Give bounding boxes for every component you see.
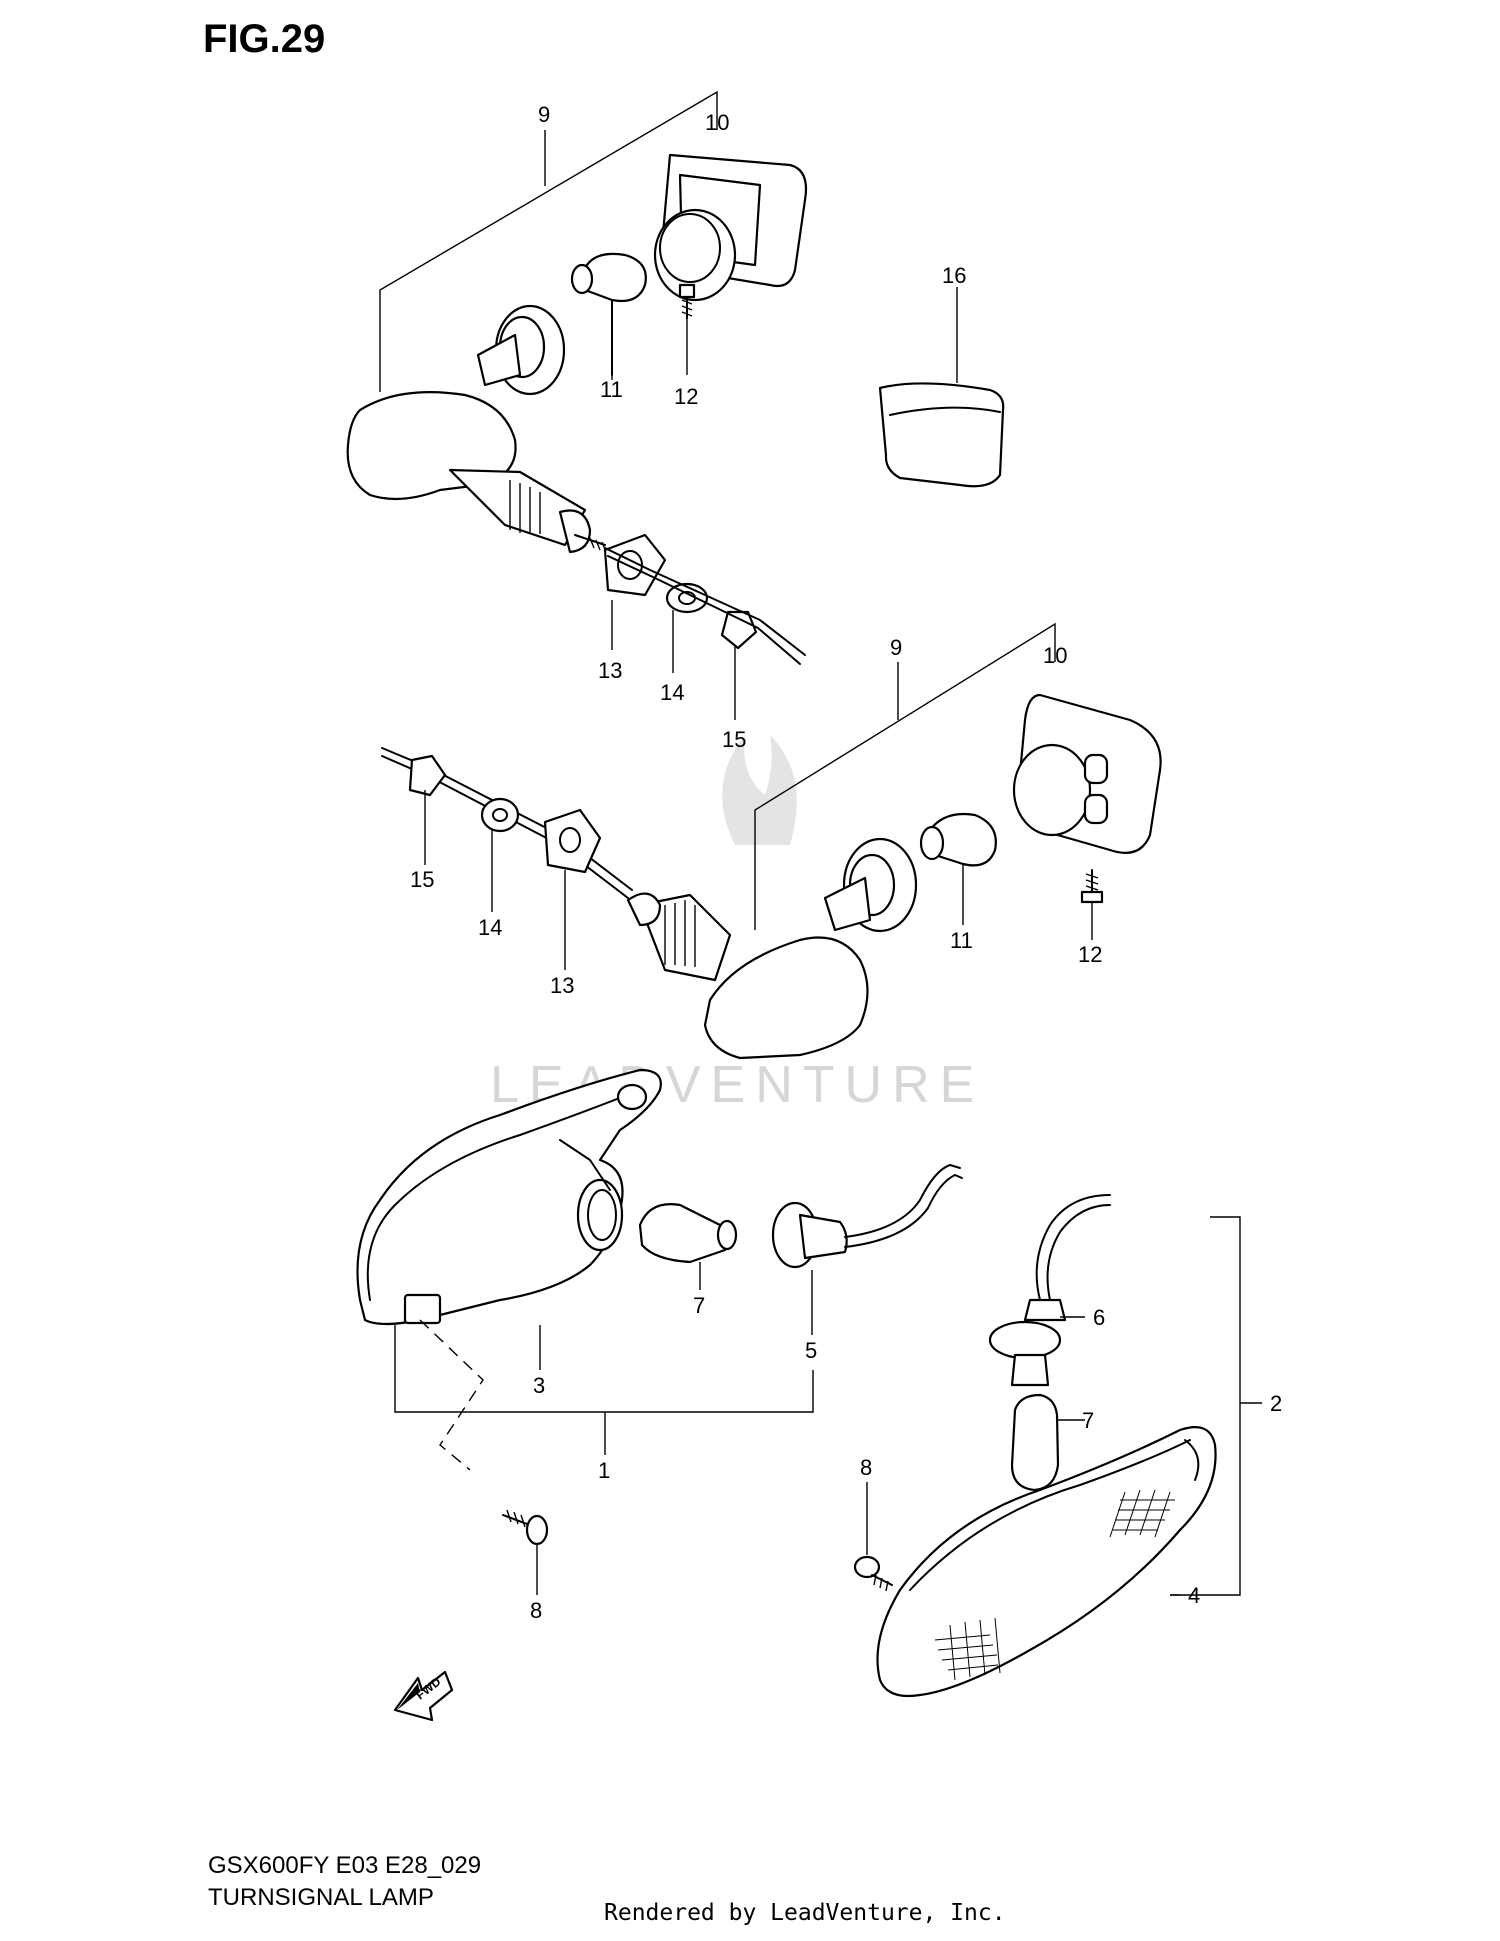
socket-top (476, 304, 566, 396)
front-left-turnsignal-assembly: FWD (356, 1068, 963, 1722)
callout-14-top: 14 (660, 680, 684, 705)
socket-5 (771, 1164, 963, 1335)
callout-8-right: 8 (860, 1455, 872, 1480)
callout-11-mid: 11 (950, 928, 973, 953)
bracket-1 (394, 1325, 814, 1413)
callout-3: 3 (533, 1373, 545, 1398)
callout-7-left: 7 (693, 1293, 705, 1318)
figure-title: FIG.29 (203, 17, 325, 61)
callout-15-top: 15 (722, 727, 746, 752)
bracket-2 (1170, 1216, 1241, 1596)
lamp-housing-3 (356, 1068, 662, 1326)
housing-mid (626, 892, 869, 1060)
callout-10-mid: 10 (1043, 643, 1067, 668)
callout-8-left: 8 (530, 1598, 542, 1623)
callout-9-top: 9 (538, 102, 550, 127)
upper-turnsignal-assembly (346, 90, 1005, 720)
callout-9-mid: 9 (890, 635, 902, 660)
screw-8-right (853, 1482, 893, 1592)
reflector-16 (878, 287, 1005, 488)
lens-10-mid (1012, 693, 1162, 854)
diagram-name: TURNSIGNAL LAMP (208, 1884, 434, 1911)
bulb-7-right (1010, 1393, 1085, 1492)
callout-15-mid: 15 (410, 867, 434, 892)
callout-4: 4 (1188, 1583, 1200, 1608)
socket-mid (823, 837, 918, 933)
middle-turnsignal-assembly (381, 622, 1162, 1060)
screw-12-mid (1080, 869, 1104, 940)
callout-16: 16 (942, 263, 966, 288)
bulb-11-top (570, 252, 647, 376)
callout-10-top: 10 (705, 110, 729, 135)
callout-11-top: 11 (600, 377, 623, 402)
socket-6 (988, 1194, 1111, 1387)
bracket-9-top (379, 90, 718, 392)
callout-5: 5 (805, 1338, 817, 1363)
model-code: GSX600FY E03 E28_029 (208, 1852, 481, 1879)
housing-top (346, 391, 607, 554)
watermark-flame-icon (722, 735, 797, 845)
fwd-arrow-icon: FWD (393, 1670, 454, 1722)
callout-2: 2 (1270, 1391, 1282, 1416)
callout-6: 6 (1093, 1305, 1105, 1330)
hardware-stack-top (603, 533, 806, 665)
render-credit: Rendered by LeadVenture, Inc. (604, 1900, 1006, 1926)
lens-4 (876, 1426, 1217, 1698)
lens-10-top (653, 153, 808, 302)
screw-8-left (502, 1509, 549, 1595)
callout-13-top: 13 (598, 658, 622, 683)
callout-13-mid: 13 (550, 973, 574, 998)
callout-12-top: 12 (674, 384, 698, 409)
bracket-9-mid (754, 622, 1056, 930)
hardware-stack-mid (381, 747, 633, 899)
callout-14-mid: 14 (478, 915, 502, 940)
callout-labels: 9 10 11 12 16 13 14 15 9 10 15 14 13 11 … (410, 102, 1282, 1623)
screw-8-path (419, 1319, 484, 1471)
front-right-turnsignal-assembly (853, 1194, 1262, 1698)
callout-12-mid: 12 (1078, 942, 1102, 967)
bulb-7-left (638, 1203, 738, 1290)
callout-1: 1 (598, 1458, 610, 1483)
bulb-11-mid (919, 812, 997, 925)
screw-12-top (678, 283, 696, 375)
callout-7-right: 7 (1082, 1408, 1094, 1433)
